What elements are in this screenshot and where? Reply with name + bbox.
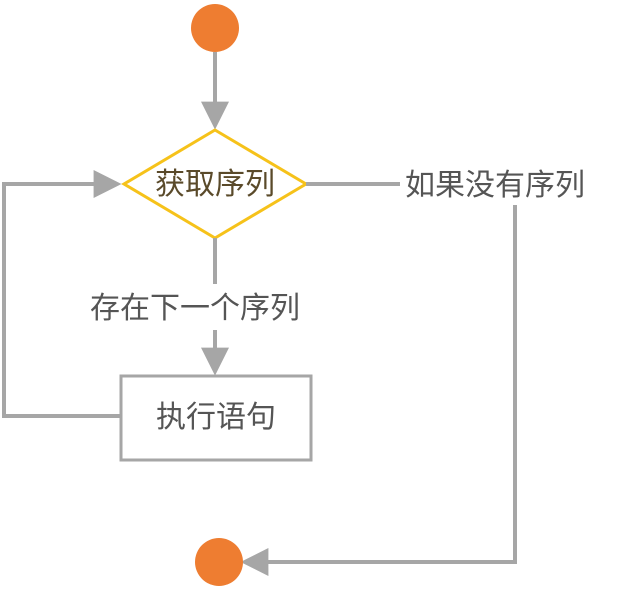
has-next-label: 存在下一个序列	[90, 291, 300, 326]
process-label: 执行语句	[156, 400, 276, 435]
arrow-to-end	[240, 205, 517, 576]
loop-back-arrow	[2, 170, 122, 418]
end-node	[195, 538, 243, 586]
no-sequence-label: 如果没有序列	[405, 168, 585, 203]
start-node	[191, 4, 239, 52]
process-box	[119, 374, 313, 462]
decision-label: 获取序列	[155, 167, 275, 202]
